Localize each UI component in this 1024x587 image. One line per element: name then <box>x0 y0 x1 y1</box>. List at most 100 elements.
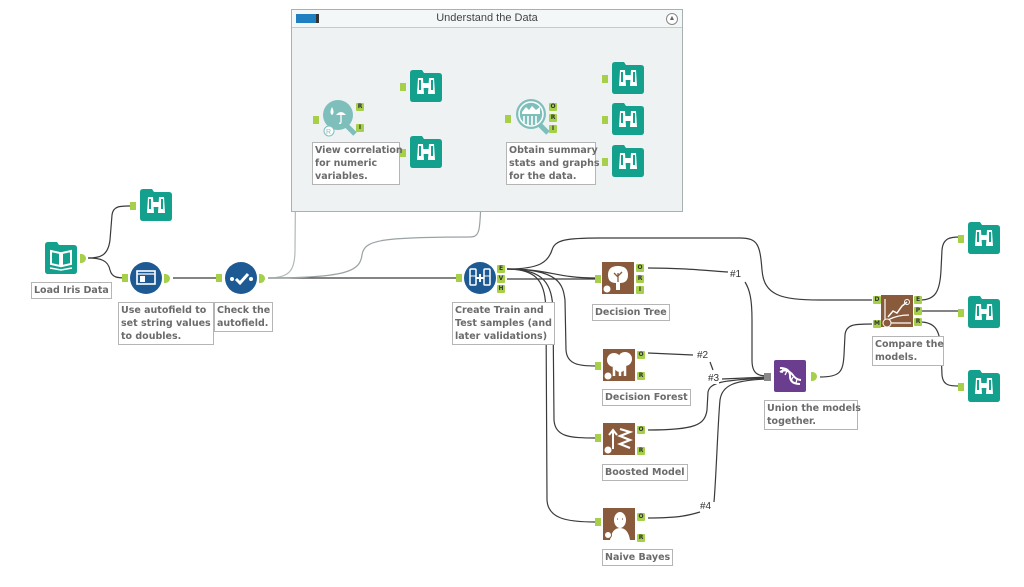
tool-naive-bayes[interactable] <box>603 508 635 540</box>
tool-browse[interactable] <box>612 62 644 94</box>
tool-autofield[interactable] <box>130 262 162 294</box>
output-anchor[interactable] <box>80 254 86 263</box>
connection <box>506 237 872 301</box>
tool-decision-forest[interactable] <box>603 349 635 381</box>
input-anchor[interactable] <box>958 383 964 391</box>
connection <box>506 268 597 523</box>
container-header[interactable]: Understand the Data ▲ <box>292 10 682 28</box>
output-anchor-o[interactable]: O <box>636 264 644 272</box>
output-anchor-r[interactable]: R <box>636 275 644 283</box>
tool-browse[interactable] <box>968 370 1000 402</box>
tool-association-analysis[interactable]: R <box>320 99 360 139</box>
tool-browse[interactable] <box>140 189 172 221</box>
browse-binoculars-icon <box>968 296 1000 328</box>
input-anchor[interactable] <box>400 83 406 91</box>
output-anchor-r[interactable]: R <box>637 372 645 380</box>
tool-union[interactable] <box>774 360 806 392</box>
connection <box>506 268 597 439</box>
output-anchor-h[interactable]: H <box>497 285 505 293</box>
tool-model-comparison[interactable] <box>881 295 913 328</box>
output-anchor-r[interactable]: R <box>637 534 645 542</box>
input-anchor[interactable] <box>595 518 601 526</box>
collapse-up-icon[interactable]: ▲ <box>666 13 678 25</box>
output-anchor-i[interactable]: I <box>636 286 644 294</box>
input-anchor[interactable] <box>602 116 608 124</box>
output-anchor-r[interactable]: R <box>637 447 645 455</box>
browse-binoculars-icon <box>612 103 644 135</box>
connection <box>647 352 694 356</box>
tool-browse[interactable] <box>968 222 1000 254</box>
tool-decision-tree[interactable] <box>602 262 634 294</box>
tool-load-iris-data[interactable] <box>45 242 77 274</box>
tool-field-info[interactable] <box>225 262 257 294</box>
tool-create-samples[interactable] <box>464 262 496 294</box>
browse-binoculars-icon <box>968 222 1000 254</box>
boosted-model-icon <box>603 423 635 455</box>
tool-browse[interactable] <box>612 145 644 177</box>
input-anchor[interactable] <box>505 115 511 123</box>
connection-tag: #3 <box>708 373 720 384</box>
input-anchor[interactable] <box>602 158 608 166</box>
output-anchor[interactable] <box>164 274 170 283</box>
tool-browse[interactable] <box>410 70 442 102</box>
input-anchor[interactable] <box>122 274 128 282</box>
browse-binoculars-icon <box>410 136 442 168</box>
forest-model-icon <box>603 349 635 381</box>
connection <box>647 377 769 431</box>
input-anchor[interactable] <box>456 274 462 282</box>
svg-text:R: R <box>326 129 331 136</box>
connection <box>647 267 729 273</box>
input-anchor[interactable] <box>958 309 964 317</box>
browse-binoculars-icon <box>612 145 644 177</box>
input-data-book-icon <box>45 242 77 274</box>
output-anchor-p[interactable]: P <box>914 307 922 315</box>
input-anchor[interactable] <box>958 235 964 243</box>
output-anchor-r[interactable]: R <box>356 103 364 111</box>
output-anchor[interactable] <box>811 372 817 381</box>
tool-label-autofield: Use autofield to set string values to do… <box>118 302 214 345</box>
tool-field-summary[interactable] <box>514 98 554 138</box>
multi-input-anchor[interactable] <box>764 373 771 381</box>
connection-tag: #4 <box>700 501 712 512</box>
tool-label-compare: Compare the models. <box>872 336 944 366</box>
input-anchor[interactable] <box>130 202 136 210</box>
connection <box>713 378 769 503</box>
input-anchor-m[interactable]: M <box>873 320 881 328</box>
output-anchor-r[interactable]: R <box>549 114 557 122</box>
input-anchor[interactable] <box>216 274 222 282</box>
input-anchor[interactable] <box>602 75 608 83</box>
output-anchor[interactable] <box>259 274 265 283</box>
input-anchor[interactable] <box>595 362 601 370</box>
output-anchor-o[interactable]: O <box>637 426 645 434</box>
browse-binoculars-icon <box>612 62 644 94</box>
tool-label-load-iris-data: Load Iris Data <box>31 282 112 299</box>
output-anchor-e[interactable]: E <box>497 265 505 273</box>
output-anchor-i[interactable]: I <box>356 124 364 132</box>
input-anchor[interactable] <box>313 116 319 124</box>
output-anchor-i[interactable]: I <box>549 125 557 133</box>
output-anchor-r[interactable]: R <box>914 318 922 326</box>
input-anchor[interactable] <box>595 434 601 442</box>
input-anchor[interactable] <box>400 149 406 157</box>
input-anchor-d[interactable]: D <box>873 296 881 304</box>
connection <box>87 257 129 279</box>
output-anchor-v[interactable]: V <box>497 275 505 283</box>
tool-browse[interactable] <box>968 296 1000 328</box>
output-anchor-o[interactable]: O <box>637 351 645 359</box>
autofield-icon <box>130 262 162 294</box>
output-anchor-e[interactable]: E <box>914 296 922 304</box>
container-toggle-icon[interactable] <box>296 14 319 23</box>
tool-label-correlation: View correlation for numeric variables. <box>312 142 403 185</box>
input-anchor[interactable] <box>595 275 601 283</box>
tool-browse[interactable] <box>410 136 442 168</box>
container-title: Understand the Data <box>436 12 538 24</box>
browse-binoculars-icon <box>140 189 172 221</box>
tool-boosted-model[interactable] <box>603 423 635 455</box>
tool-label-naive-bayes: Naive Bayes <box>602 549 674 566</box>
browse-binoculars-icon <box>410 70 442 102</box>
tool-label-summary: Obtain summary stats and graphs for the … <box>506 142 600 185</box>
output-anchor-o[interactable]: O <box>549 103 557 111</box>
tool-browse[interactable] <box>612 103 644 135</box>
output-anchor-o[interactable]: O <box>637 513 645 521</box>
